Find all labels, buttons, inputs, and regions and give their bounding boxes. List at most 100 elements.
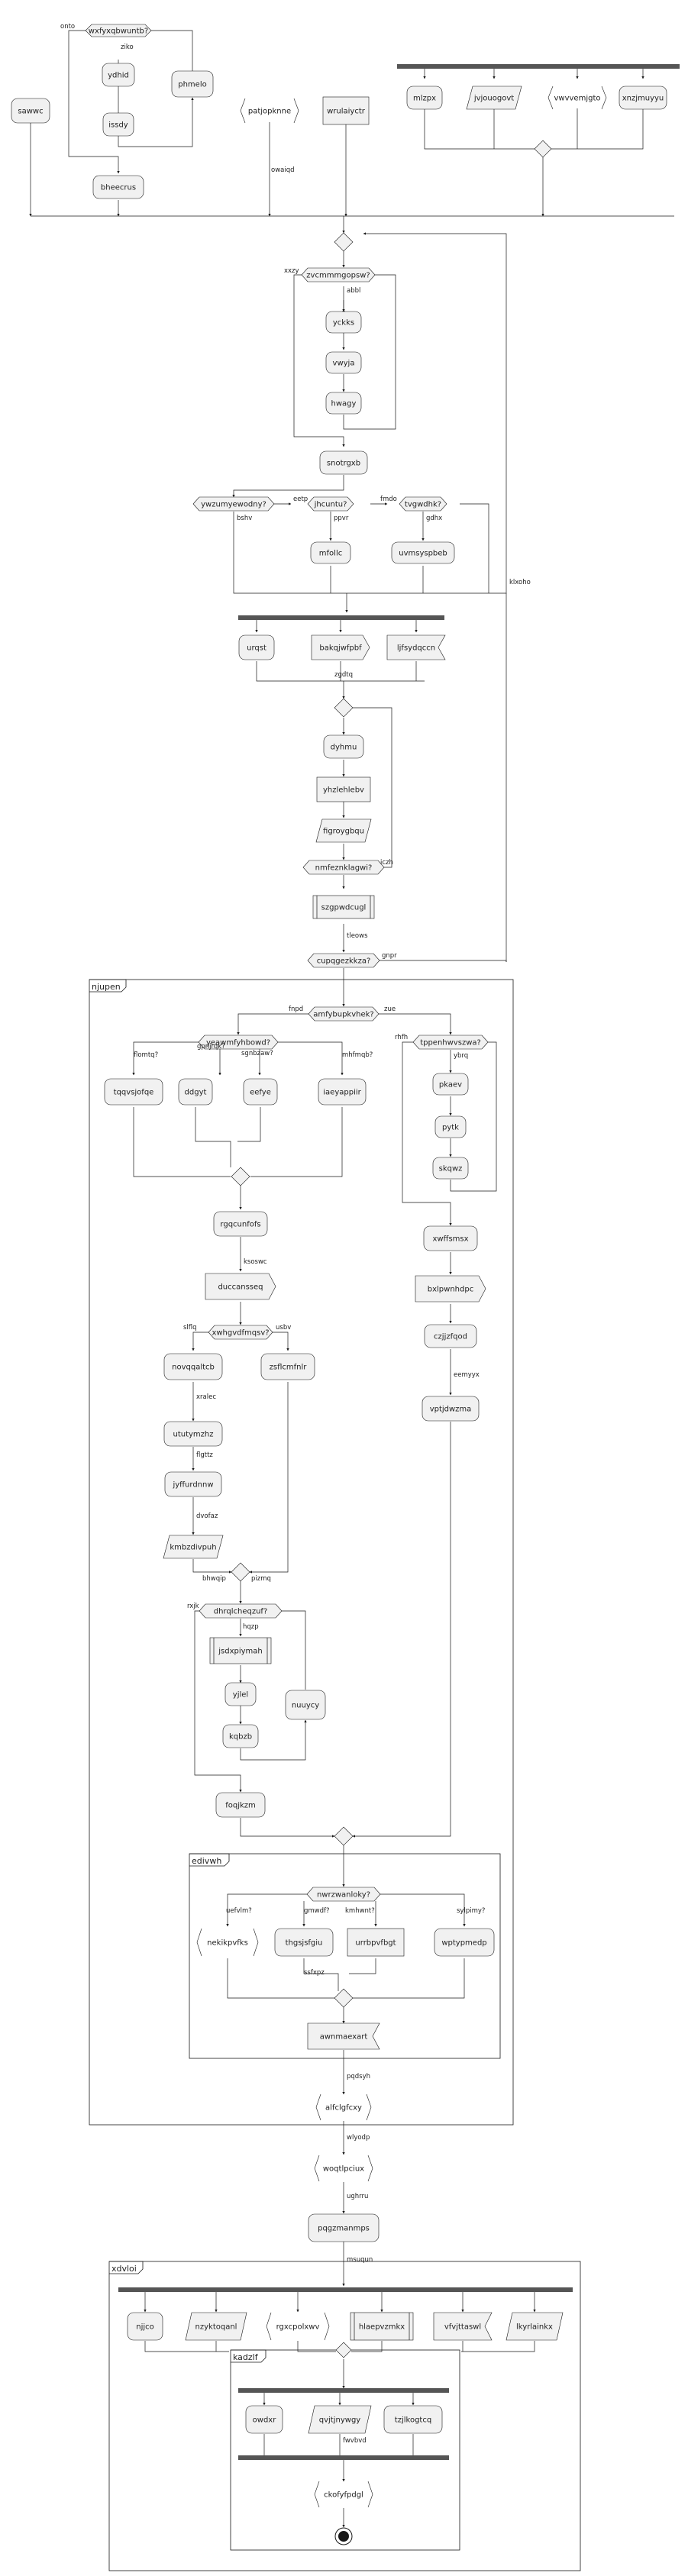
node-shape	[185, 2312, 247, 2341]
node-label: uvmsyspbeb	[399, 550, 447, 558]
node-shape	[102, 112, 134, 137]
node-label: tzjlkogtcq	[395, 2416, 431, 2425]
edge-label-ziko: ziko	[121, 44, 134, 51]
node-shape	[198, 1035, 279, 1050]
node-shape	[205, 1273, 276, 1300]
node-shape	[306, 1887, 381, 1902]
node-label: ydhid	[108, 72, 129, 80]
node-label: xwhgvdfmqsv?	[212, 1329, 269, 1338]
node-label: vwvvemjgto	[554, 95, 601, 103]
edge-label-gmwdf: gmwdf?	[304, 1907, 330, 1915]
node-label: bakqjwfpbf	[319, 644, 362, 653]
node-shape	[240, 98, 299, 124]
node-shape	[171, 70, 214, 98]
node-shape	[307, 496, 354, 512]
node-label: urrbpvfbgt	[355, 1939, 396, 1948]
node-shape	[391, 541, 455, 564]
merge-diamond	[231, 1167, 250, 1186]
node-qvjtjnywgy: qvjtjnywgy	[308, 2405, 372, 2434]
edge-label-fwvbvd: fwvbvd	[343, 2437, 367, 2445]
node-label: bxlpwnhdpc	[428, 1286, 473, 1294]
node-label: ywzumyewodny?	[201, 501, 266, 509]
edge-label-msuqun: msuqun	[347, 2256, 373, 2264]
node-shape	[308, 1006, 380, 1022]
node-vwyja: vwyja	[325, 351, 362, 374]
node-label: njjco	[136, 2323, 154, 2332]
node-shape	[163, 1353, 223, 1380]
node-shape	[350, 2312, 414, 2341]
node-shape	[325, 311, 362, 334]
node-shape	[319, 450, 368, 475]
node-label: amfybupkvhek?	[313, 1011, 373, 1019]
node-label: woqtlpciux	[323, 2165, 364, 2174]
node-shape	[308, 2213, 380, 2242]
edge-label-usbv: usbv	[276, 1324, 291, 1332]
node-shape	[307, 2022, 380, 2050]
node-label: cupqgezkkza?	[317, 957, 371, 966]
node-label: ututymzhz	[173, 1431, 213, 1439]
edge-label-tleows: tleows	[347, 932, 368, 940]
node-shape	[215, 1792, 266, 1818]
node-bheecrus: bheecrus	[92, 175, 144, 199]
partition-title: kadzlf	[233, 2352, 259, 2362]
node-shape	[312, 895, 375, 919]
node-tqqvsjofqe: tqqvsjofqe	[104, 1078, 163, 1106]
node-shape	[466, 86, 522, 110]
node-xnzjmuyyu: xnzjmuyyu	[619, 86, 667, 110]
node-ydhid: ydhid	[102, 63, 135, 87]
node-shape	[307, 953, 380, 968]
edge-label-pqdsyh: pqdsyh	[347, 2073, 370, 2080]
node-label: duccansseq	[218, 1283, 263, 1292]
edge-label-ssfxpz: ssfxpz	[304, 1969, 325, 1977]
node-ddgyt: ddgyt	[178, 1078, 213, 1106]
node-label: mfollc	[319, 550, 342, 558]
node-dyhmu: dyhmu	[323, 734, 364, 759]
node-zvcmmmgopsw: zvcmmmgopsw?	[301, 267, 376, 282]
merge-diamond	[231, 1562, 250, 1582]
node-yhzlehlebv: yhzlehlebv	[316, 776, 371, 802]
node-label: wptypmedp	[441, 1939, 486, 1948]
node-patjopknne: patjopknne	[240, 98, 299, 124]
node-label: bheecrus	[101, 184, 136, 192]
node-label: ljfsydqccn	[397, 644, 435, 653]
node-label: szgpwdcugl	[321, 904, 367, 912]
partition-title: xdvloi	[111, 2264, 137, 2274]
node-shape	[315, 2093, 372, 2121]
node-shape	[308, 2405, 372, 2434]
edge-label-fnpd: fnpd	[289, 1006, 303, 1013]
node-label: rgqcunfofs	[220, 1221, 260, 1229]
edge-label-sgnbzaw: sgnbzaw?	[241, 1050, 273, 1057]
node-nuuycy: nuuycy	[285, 1690, 326, 1720]
node-eefye: eefye	[243, 1078, 278, 1106]
node-shape	[325, 392, 362, 415]
node-label: issdy	[108, 121, 128, 130]
node-shape	[266, 2312, 330, 2341]
node-shape	[311, 634, 370, 660]
node-label: czjjzfqod	[434, 1333, 467, 1341]
node-pqgzmanmps: pqgzmanmps	[308, 2213, 380, 2242]
edge-label-ksoswc: ksoswc	[244, 1258, 267, 1266]
merge-diamond	[334, 1988, 354, 2008]
node-nekikpvfks: nekikpvfks	[196, 1928, 259, 1957]
node-shape	[433, 2312, 493, 2341]
edge-label-xxzy: xxzy	[284, 267, 299, 275]
partition-edivwh: edivwh	[189, 1853, 501, 2059]
node-shape	[415, 1275, 486, 1303]
edge-label-eemyyx: eemyyx	[454, 1371, 480, 1379]
node-jvjouogovt: jvjouogovt	[466, 86, 522, 110]
node-tzjlkogtcq: tzjlkogtcq	[383, 2405, 443, 2434]
node-label: patjopknne	[248, 108, 291, 116]
node-label: jsdxpiymah	[218, 1648, 263, 1656]
node-label: awnmaexart	[320, 2033, 368, 2042]
node-urqst: urqst	[238, 634, 275, 660]
edge-label-kmhwnt: kmhwnt?	[345, 1907, 375, 1915]
node-shape	[260, 1353, 315, 1380]
node-shape	[432, 1073, 469, 1096]
edge-label-flomtq: flomtq?	[134, 1051, 158, 1059]
node-shape	[383, 2405, 443, 2434]
node-shape	[222, 1724, 259, 1748]
node-kmbzdivpuh: kmbzdivpuh	[163, 1535, 224, 1559]
merge-diamond	[334, 232, 354, 252]
node-alfclgfcxy: alfclgfcxy	[315, 2093, 372, 2121]
